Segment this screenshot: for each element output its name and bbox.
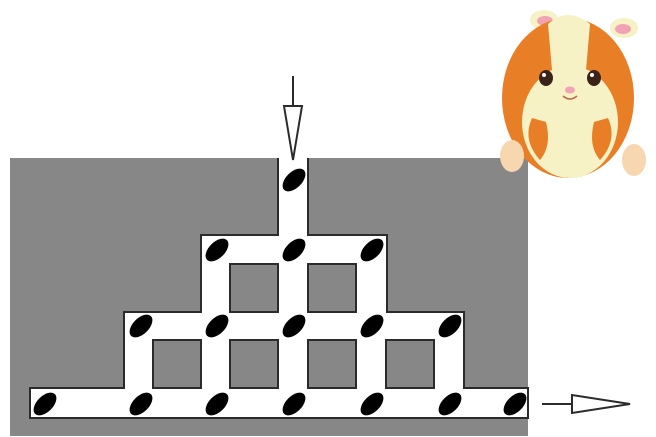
switch-disk — [278, 234, 309, 265]
maze-block — [386, 340, 434, 388]
maze-block — [308, 340, 356, 388]
switch-disk — [125, 310, 156, 341]
arrow-right-icon — [542, 395, 630, 413]
switch-disk — [278, 310, 309, 341]
switch-disk — [356, 310, 387, 341]
switch-disk — [356, 234, 387, 265]
switch-disk — [29, 388, 60, 419]
switch-disk — [278, 388, 309, 419]
switch-disk — [434, 388, 465, 419]
switch-disk — [201, 310, 232, 341]
switch-disk — [278, 164, 309, 195]
maze-block — [153, 340, 201, 388]
maze-block — [230, 340, 278, 388]
switch-disk — [356, 388, 387, 419]
arrow-down-icon — [284, 76, 302, 160]
hamster-icon — [500, 10, 646, 178]
switch-disk — [434, 310, 465, 341]
maze-block — [230, 264, 278, 312]
switch-disk — [125, 388, 156, 419]
switch-disk — [499, 388, 530, 419]
maze-block — [308, 264, 356, 312]
switch-disk — [201, 388, 232, 419]
switch-disk — [201, 234, 232, 265]
